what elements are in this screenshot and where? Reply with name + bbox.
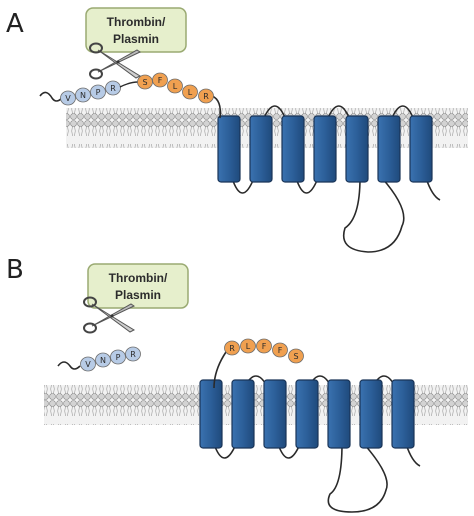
transmembrane-helix-7 <box>391 379 415 449</box>
exodomain-residue: N <box>75 87 91 103</box>
exodomain-residue-letter: N <box>100 356 106 365</box>
exodomain-residue-letter: P <box>116 353 121 362</box>
transmembrane-helix-2 <box>231 379 255 449</box>
ligand-residue-letter: R <box>203 92 209 101</box>
transmembrane-helix-3 <box>281 115 305 183</box>
exodomain-residue-letter: R <box>130 350 136 359</box>
exodomain-residue: R <box>105 80 121 96</box>
ligand-residue-letter: L <box>246 342 251 351</box>
cleavage-site-a <box>119 81 139 88</box>
ligand-residue: R <box>198 88 214 104</box>
n-terminus-b <box>57 361 81 370</box>
exodomain-residue: P <box>110 349 126 365</box>
transmembrane-helix-6 <box>377 115 401 183</box>
transmembrane-helix-2 <box>249 115 273 183</box>
protease-label-a-line2: Plasmin <box>113 32 159 46</box>
exodomain-residue-letter: R <box>110 84 116 93</box>
ligand-residue: S <box>288 348 304 364</box>
exodomain-residue: V <box>80 356 96 372</box>
tethered-ligand-b: R L F F S <box>224 338 304 364</box>
protease-label-a-line1: Thrombin/ <box>107 15 166 29</box>
exodomain-residue: P <box>90 84 106 100</box>
ligand-residue-letter: S <box>293 352 298 361</box>
exodomain-residue-letter: V <box>85 360 91 369</box>
panel-a-letter: A <box>6 9 24 39</box>
transmembrane-helix-4 <box>295 379 319 449</box>
transmembrane-helix-4 <box>313 115 337 183</box>
ligand-residue: L <box>182 84 198 100</box>
ligand-residue-letter: F <box>158 76 163 85</box>
transmembrane-helices-b <box>199 379 415 449</box>
ligand-residue: L <box>240 338 256 354</box>
ligand-residue-letter: F <box>278 346 283 355</box>
transmembrane-helix-1 <box>217 115 241 183</box>
ligand-residue: F <box>272 342 288 358</box>
exodomain-residue: R <box>125 346 141 362</box>
exodomain-residue-letter: V <box>65 94 71 103</box>
transmembrane-helix-1 <box>199 379 223 449</box>
protease-box-b <box>87 263 189 309</box>
linker-b <box>213 351 227 389</box>
ligand-residue: S <box>137 74 153 90</box>
intracellular-loops-b <box>213 443 421 513</box>
tethered-ligand-a: S F L L R <box>137 72 214 104</box>
ligand-residue: F <box>152 72 168 88</box>
exodomain-residue-letter: N <box>80 91 86 100</box>
ligand-residue: R <box>224 340 240 356</box>
ligand-residue-letter: R <box>229 344 235 353</box>
intracellular-loops-a <box>231 177 441 253</box>
ligand-residue-letter: S <box>142 78 147 87</box>
ligand-residue: F <box>256 338 272 354</box>
n-terminus-a <box>39 91 63 102</box>
exodomain-residue-letter: P <box>96 88 101 97</box>
transmembrane-helix-3 <box>263 379 287 449</box>
transmembrane-helix-5 <box>345 115 369 183</box>
ligand-residue-letter: L <box>173 82 178 91</box>
transmembrane-helix-6 <box>359 379 383 449</box>
protease-label-b-line2: Plasmin <box>115 288 161 302</box>
exodomain-residue: V <box>60 90 76 106</box>
transmembrane-helix-7 <box>409 115 433 183</box>
ligand-residue-letter: L <box>188 88 193 97</box>
panel-b-letter: B <box>6 255 24 285</box>
transmembrane-helix-5 <box>327 379 351 449</box>
ligand-residue: L <box>167 78 183 94</box>
ligand-residue-letter: F <box>262 342 267 351</box>
exodomain-residue: N <box>95 352 111 368</box>
protease-label-b-line1: Thrombin/ <box>109 271 168 285</box>
transmembrane-helices-a <box>217 115 433 183</box>
